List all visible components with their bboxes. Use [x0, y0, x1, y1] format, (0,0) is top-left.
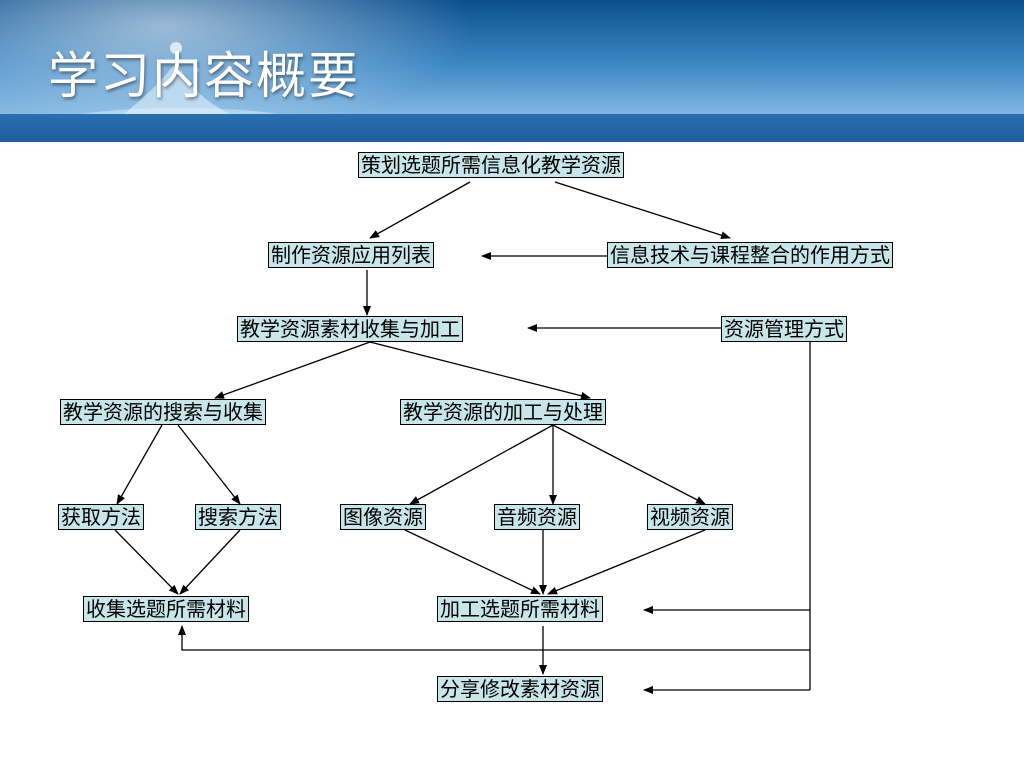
- edge-video-to-process-materials: [547, 529, 706, 595]
- node-process-handle: 教学资源的加工与处理: [400, 399, 606, 425]
- edge-plan-to-make-list: [369, 181, 471, 239]
- edge-collect-process-to-process-handle: [369, 341, 591, 400]
- edge-search-method-to-collect-materials: [179, 529, 241, 595]
- slide-title: 学习内容概要: [48, 47, 360, 105]
- node-collect-process: 教学资源素材收集与加工: [237, 316, 463, 342]
- node-resource-management: 资源管理方式: [721, 316, 847, 342]
- header-band: [0, 114, 1024, 142]
- edge-search-collect-to-get-method: [116, 424, 163, 505]
- edge-collect-process-to-search-collect: [214, 341, 371, 399]
- edge-return-to-collect-materials: [178, 625, 810, 651]
- node-video-resource: 视频资源: [647, 504, 733, 530]
- node-plan-resources: 策划选题所需信息化教学资源: [358, 152, 624, 178]
- edge-process-handle-to-image: [409, 424, 554, 505]
- edge-process-handle-to-video: [552, 424, 706, 505]
- edge-image-to-process-materials: [404, 529, 541, 595]
- node-it-integration: 信息技术与课程整合的作用方式: [607, 242, 893, 268]
- edge-plan-to-it-integration: [554, 181, 731, 240]
- node-search-method: 搜索方法: [195, 504, 281, 530]
- edge-search-collect-to-search-method: [177, 424, 241, 505]
- node-search-collect: 教学资源的搜索与收集: [60, 399, 266, 425]
- slide-header: 学习内容概要: [0, 0, 1024, 142]
- node-audio-resource: 音频资源: [494, 504, 580, 530]
- node-share-modify: 分享修改素材资源: [437, 676, 603, 702]
- node-process-materials: 加工选题所需材料: [437, 596, 603, 622]
- node-make-resource-list: 制作资源应用列表: [268, 242, 434, 268]
- edge-get-method-to-collect-materials: [114, 529, 179, 595]
- node-get-method: 获取方法: [58, 504, 144, 530]
- node-image-resource: 图像资源: [340, 504, 426, 530]
- node-collect-materials: 收集选题所需材料: [83, 596, 249, 622]
